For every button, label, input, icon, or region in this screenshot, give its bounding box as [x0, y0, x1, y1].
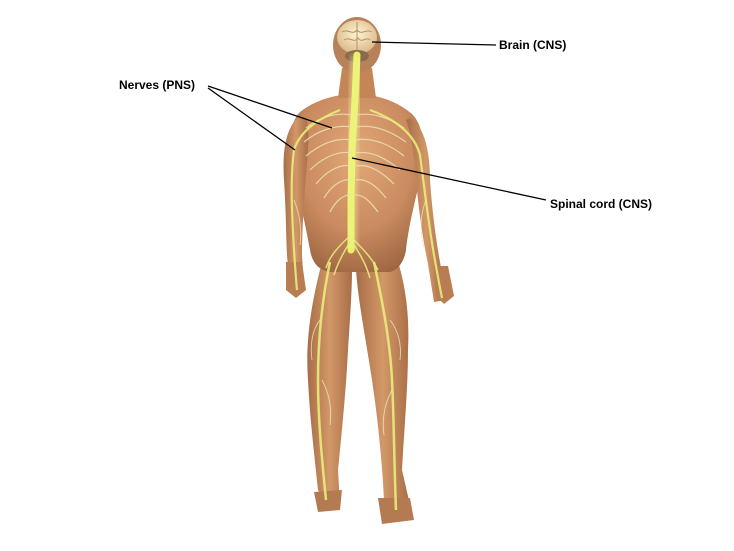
nerves-label: Nerves (PNS): [119, 78, 196, 92]
right-arm: [406, 118, 446, 302]
brain-folds: [341, 22, 373, 52]
right-leg: [356, 255, 410, 520]
right-leg-nerve: [372, 261, 398, 511]
human-body-back-view: [283, 17, 454, 524]
spinal-cord-glow: [345, 54, 363, 250]
spinal-cord-label: Spinal cord (CNS): [550, 197, 653, 211]
right-hand: [434, 266, 454, 304]
nerves-leader-line-lower: [207, 87, 296, 151]
brain-leader-line: [371, 41, 497, 46]
spinal-cord-leader-line: [351, 157, 547, 201]
left-leg: [307, 262, 352, 505]
intercostal-nerves: [303, 113, 407, 213]
lumbar-plexus: [325, 234, 379, 279]
leader-lines: [207, 41, 547, 201]
left-arm: [283, 116, 309, 290]
left-foot: [314, 490, 342, 512]
nervous-system: [290, 51, 444, 511]
right-arm-nerve: [369, 108, 444, 299]
right-foot: [378, 498, 414, 524]
brain-label: Brain (CNS): [499, 38, 567, 52]
left-leg-nerve: [316, 261, 332, 501]
peripheral-branches: [293, 199, 427, 436]
left-arm-nerve: [290, 108, 341, 291]
nerves-leader-line-upper: [207, 85, 333, 129]
